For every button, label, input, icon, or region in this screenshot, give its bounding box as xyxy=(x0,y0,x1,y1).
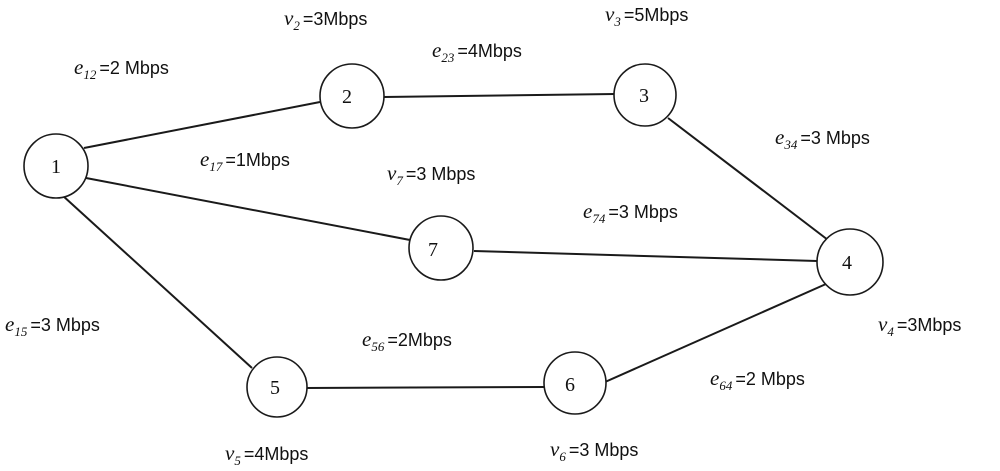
node-3: 3 xyxy=(613,63,677,127)
node-4: 4 xyxy=(816,228,884,296)
edge-1-5 xyxy=(61,194,253,369)
node-label: 4 xyxy=(842,252,852,274)
label-e74: e74=3 Mbps xyxy=(583,199,678,226)
label-e12: e12=2 Mbps xyxy=(74,55,169,82)
label-layer: v2=3Mbps v3=5Mbps e12=2 Mbps e23=4Mbps e… xyxy=(5,2,961,468)
label-e17: e17=1Mbps xyxy=(200,147,290,174)
node-2: 2 xyxy=(319,63,385,129)
edge-5-6 xyxy=(304,386,546,389)
node-6: 6 xyxy=(543,351,607,415)
label-e15: e15=3 Mbps xyxy=(5,312,100,339)
node-5: 5 xyxy=(246,356,308,418)
edge-7-4 xyxy=(473,250,818,262)
label-v6: v6=3 Mbps xyxy=(550,437,638,464)
node-label: 7 xyxy=(428,239,438,261)
label-v5: v5=4Mbps xyxy=(225,441,308,468)
edge-layer xyxy=(61,93,829,389)
node-label: 2 xyxy=(342,86,352,108)
edge-3-4 xyxy=(667,117,829,241)
label-e56: e56=2Mbps xyxy=(362,327,452,354)
node-label: 6 xyxy=(565,374,575,396)
node-label: 3 xyxy=(639,85,649,107)
node-7: 7 xyxy=(408,215,474,281)
node-label: 5 xyxy=(270,377,280,399)
edge-1-7 xyxy=(85,177,411,241)
label-v3: v3=5Mbps xyxy=(605,2,688,29)
node-label: 1 xyxy=(51,156,61,178)
edge-1-2 xyxy=(83,101,321,149)
label-v7: v7=3 Mbps xyxy=(387,161,475,188)
node-layer: 1 2 3 4 5 6 7 xyxy=(23,63,884,418)
label-v2: v2=3Mbps xyxy=(284,6,367,33)
label-e23: e23=4Mbps xyxy=(432,38,522,65)
node-1: 1 xyxy=(23,133,89,199)
edge-2-3 xyxy=(383,93,616,98)
label-e34: e34=3 Mbps xyxy=(775,125,870,152)
label-e64: e64=2 Mbps xyxy=(710,366,805,393)
edge-6-4 xyxy=(604,283,827,383)
label-v4: v4=3Mbps xyxy=(878,312,961,339)
